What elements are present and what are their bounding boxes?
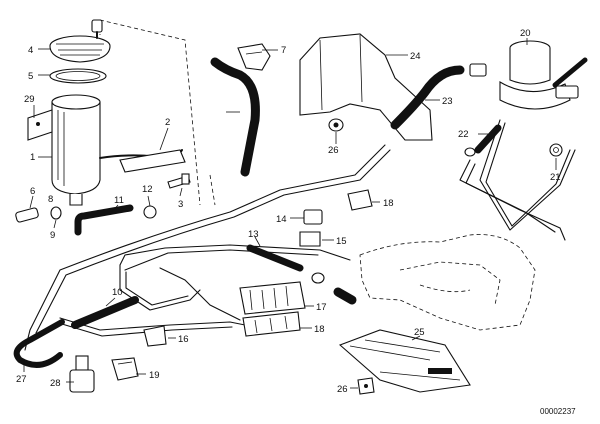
- hose-6: [210, 57, 260, 177]
- hose-pieces: [15, 204, 157, 236]
- label-29: 29: [24, 94, 35, 105]
- connector-28: [69, 355, 95, 393]
- label-18-upper: 18: [383, 198, 394, 209]
- label-27: 27: [16, 374, 27, 385]
- clip-19: [111, 357, 139, 381]
- label-26-lower: 26: [337, 384, 348, 395]
- hose-22: [464, 124, 502, 157]
- canister-body: [51, 94, 101, 206]
- label-7: 7: [281, 45, 286, 56]
- canister-cap: [49, 19, 111, 63]
- mounting-bracket: [27, 109, 53, 141]
- bolt: [167, 173, 191, 189]
- label-23: 23: [442, 96, 453, 107]
- label-5: 5: [28, 71, 33, 82]
- clip-7: [237, 43, 271, 71]
- clip-26-upper: [328, 118, 344, 132]
- label-11: 11: [114, 195, 124, 206]
- label-8: 8: [48, 194, 53, 205]
- label-1: 1: [30, 152, 35, 163]
- heat-shield-24: [299, 33, 433, 141]
- clip-26-lower: [357, 377, 375, 395]
- label-10: 10: [112, 287, 123, 298]
- label-13: 13: [248, 229, 259, 240]
- label-17: 17: [316, 302, 327, 313]
- valve-block-17: [239, 281, 306, 315]
- clip-18-upper: [347, 189, 373, 211]
- valve-14: [299, 209, 323, 247]
- hose-13: [246, 244, 357, 305]
- pump-20: [499, 40, 588, 110]
- nut-21: [549, 143, 563, 157]
- label-2: 2: [165, 117, 170, 128]
- label-16: 16: [178, 334, 189, 345]
- label-15: 15: [336, 236, 347, 247]
- label-26-upper: 26: [328, 145, 339, 156]
- label-22: 22: [458, 129, 469, 140]
- hose-23: [390, 63, 487, 130]
- shield-25: [338, 329, 471, 393]
- label-28: 28: [50, 378, 61, 389]
- label-19: 19: [149, 370, 160, 381]
- hose-10: [71, 296, 139, 329]
- label-20: 20: [520, 28, 531, 39]
- label-6-left: 6: [30, 186, 35, 197]
- hose-27: [13, 319, 65, 368]
- fuel-tank: [359, 234, 536, 331]
- label-24: 24: [410, 51, 421, 62]
- label-3: 3: [178, 199, 183, 210]
- label-4: 4: [28, 45, 33, 56]
- label-14: 14: [276, 214, 287, 225]
- bracket-18: [242, 311, 301, 337]
- label-25: 25: [414, 327, 425, 338]
- leader-lines: [23, 38, 557, 389]
- label-9: 9: [50, 230, 55, 241]
- seal-ring: [49, 68, 107, 84]
- fuel-lines: [24, 119, 576, 351]
- strap-clamp: [99, 149, 186, 173]
- label-21: 21: [550, 172, 561, 183]
- clip-16: [143, 325, 167, 347]
- label-18-lower: 18: [314, 324, 325, 335]
- dashed-frame: [99, 19, 216, 206]
- drawing-number: 00002237: [540, 407, 576, 416]
- part-labels: 4 5 29 1 2 3 6 7 8 9 11 12 10 13 14 15 1…: [16, 28, 576, 416]
- label-12: 12: [142, 184, 153, 195]
